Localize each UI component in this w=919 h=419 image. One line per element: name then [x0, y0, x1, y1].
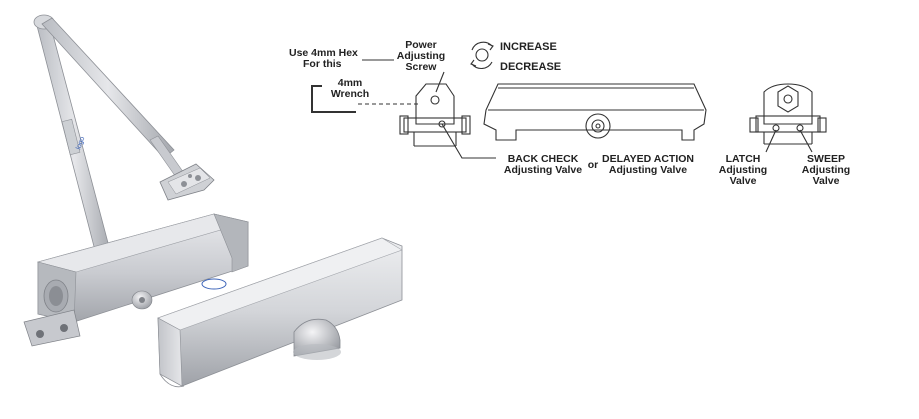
delayed-line2: Adjusting Valve [608, 164, 688, 176]
use-hex-line1: Use 4mm Hex [289, 47, 358, 59]
sweep-line3: Valve [812, 175, 840, 187]
sweep-valve-label: SWEEP Adjusting Valve [797, 154, 855, 187]
latch-line1: LATCH [725, 153, 761, 165]
wrench-line2: Wrench [330, 88, 370, 100]
latch-line2: Adjusting [718, 164, 768, 176]
power-line3: Screw [405, 61, 437, 73]
rotation-arrows-icon [470, 41, 494, 70]
delayed-action-label: DELAYED ACTION Adjusting Valve [600, 154, 696, 176]
wrench-label: 4mm Wrench [324, 78, 376, 100]
delayed-line1: DELAYED ACTION [602, 153, 694, 165]
use-hex-label: Use 4mm Hex For this [289, 48, 358, 70]
power-line1: Power [405, 39, 437, 51]
back-check-label: BACK CHECK Adjusting Valve [500, 154, 586, 176]
decrease-label: DECREASE [500, 61, 562, 73]
svg-text:logo: logo [75, 136, 86, 151]
sweep-line2: Adjusting [801, 164, 851, 176]
latch-line3: Valve [729, 175, 757, 187]
sweep-line1: SWEEP [807, 153, 845, 165]
power-line2: Adjusting [396, 50, 446, 62]
back-check-line1: BACK CHECK [507, 153, 579, 165]
wrench-line1: 4mm [337, 77, 363, 89]
hex-wrench-icon [311, 85, 356, 113]
power-adjusting-screw-label: Power Adjusting Screw [393, 40, 449, 73]
latch-valve-label: LATCH Adjusting Valve [715, 154, 771, 187]
use-hex-line2: For this [303, 58, 342, 70]
back-check-line2: Adjusting Valve [503, 164, 583, 176]
increase-label: INCREASE [500, 41, 557, 53]
or-label: or [587, 159, 599, 171]
